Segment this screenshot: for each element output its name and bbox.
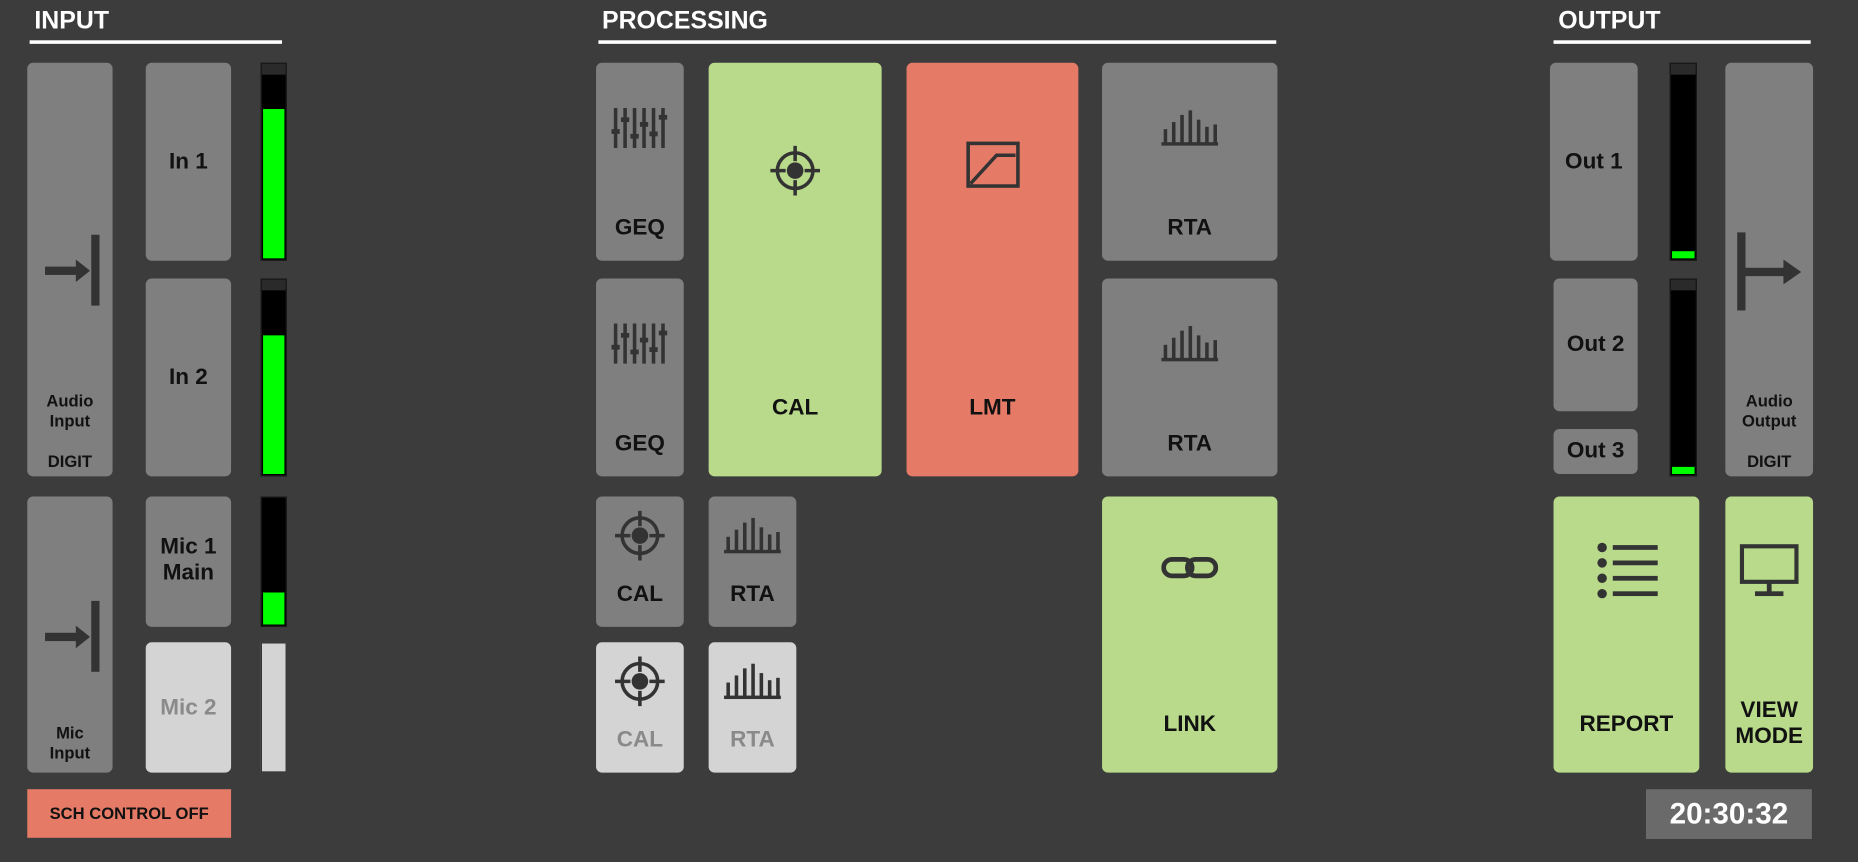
- mic2-meter: [260, 642, 287, 773]
- meter-level-fill: [263, 335, 285, 474]
- output-divider: [1553, 40, 1811, 44]
- in1-button[interactable]: In 1: [145, 62, 232, 261]
- mic1-label: Mic 1 Main: [160, 534, 217, 586]
- out-meter-1: [1669, 62, 1697, 261]
- audio-output-sub: DIGIT: [1747, 451, 1792, 471]
- output-section-title: OUTPUT: [1558, 7, 1661, 35]
- rta1-label: RTA: [1167, 215, 1213, 241]
- out3-label: Out 3: [1566, 438, 1625, 464]
- input-divider: [29, 40, 283, 44]
- cal-disabled-label: CAL: [616, 727, 664, 753]
- in2-label: In 2: [169, 364, 208, 390]
- limiter-icon: [965, 141, 1020, 188]
- audio-input-label: Audio Input: [46, 391, 94, 431]
- mic1-meter: [260, 496, 287, 627]
- equalizer-icon: [611, 107, 668, 149]
- spectrum-icon: [724, 663, 781, 700]
- audio-input-sub: DIGIT: [47, 451, 93, 471]
- geq2-label: GEQ: [614, 431, 665, 457]
- mic-input-label: Mic Input: [49, 722, 91, 762]
- target-icon: [615, 656, 665, 707]
- meter-cap: [1670, 63, 1696, 75]
- mic2-button[interactable]: Mic 2: [145, 642, 232, 773]
- spectrum-icon: [1161, 325, 1219, 362]
- rta-small-label: RTA: [730, 581, 775, 607]
- geq1-label: GEQ: [614, 215, 665, 241]
- processing-section-title: PROCESSING: [601, 7, 768, 35]
- input-section-title: INPUT: [34, 7, 110, 35]
- meter-level-fill: [263, 592, 285, 625]
- report-button[interactable]: REPORT: [1553, 496, 1700, 773]
- meter-level-fill: [1672, 466, 1695, 474]
- link-icon: [1161, 556, 1219, 579]
- out1-label: Out 1: [1565, 149, 1623, 175]
- meter-level-fill: [263, 109, 285, 259]
- view-mode-button[interactable]: VIEW MODE: [1725, 496, 1814, 773]
- target-icon: [770, 145, 821, 196]
- out3-button[interactable]: Out 3: [1553, 428, 1638, 474]
- mic2-label: Mic 2: [160, 695, 217, 721]
- cal-disabled-button[interactable]: CAL: [596, 642, 684, 773]
- rta2-label: RTA: [1167, 431, 1213, 457]
- lmt-label: LMT: [969, 395, 1016, 421]
- out2-label: Out 2: [1566, 331, 1625, 357]
- cal-main-button[interactable]: CAL: [708, 62, 882, 477]
- list-icon: [1596, 542, 1658, 599]
- target-icon: [615, 510, 665, 561]
- in1-label: In 1: [169, 149, 208, 175]
- in1-meter: [260, 62, 287, 261]
- rta-small-button[interactable]: RTA: [708, 496, 797, 627]
- audio-output-label: Audio Output: [1742, 391, 1797, 431]
- mic-input-button[interactable]: Mic Input: [27, 496, 113, 773]
- sch-control-button[interactable]: SCH CONTROL OFF: [27, 789, 232, 838]
- rta-disabled-button[interactable]: RTA: [708, 642, 797, 773]
- lmt-button[interactable]: LMT: [906, 62, 1079, 477]
- geq2-button[interactable]: GEQ: [596, 278, 684, 477]
- clock: 20:30:32: [1645, 789, 1812, 839]
- geq1-button[interactable]: GEQ: [596, 62, 684, 261]
- input-arrow-icon: [45, 234, 100, 306]
- input-arrow-icon: [45, 600, 100, 672]
- view-mode-label: VIEW MODE: [1735, 697, 1803, 749]
- cal-small-label: CAL: [616, 581, 664, 607]
- cal-small-button[interactable]: CAL: [596, 496, 684, 627]
- link-button[interactable]: LINK: [1102, 496, 1278, 773]
- out1-button[interactable]: Out 1: [1549, 62, 1638, 261]
- out2-button[interactable]: Out 2: [1553, 278, 1638, 412]
- output-arrow-icon: [1737, 232, 1802, 311]
- rta-disabled-label: RTA: [730, 727, 775, 753]
- out-meter-2: [1669, 278, 1697, 477]
- link-label: LINK: [1163, 712, 1216, 738]
- rta1-button[interactable]: RTA: [1102, 62, 1278, 261]
- cal-main-label: CAL: [771, 395, 819, 421]
- report-label: REPORT: [1579, 712, 1674, 738]
- meter-level-fill: [1672, 251, 1695, 259]
- meter-cap: [1670, 279, 1696, 291]
- processing-divider: [598, 40, 1277, 44]
- monitor-icon: [1739, 544, 1799, 597]
- audio-output-button[interactable]: Audio Output DIGIT: [1725, 62, 1814, 477]
- equalizer-icon: [611, 323, 668, 364]
- audio-input-button[interactable]: Audio Input DIGIT: [27, 62, 113, 477]
- mic1-main-button[interactable]: Mic 1 Main: [145, 496, 232, 627]
- rta2-button[interactable]: RTA: [1102, 278, 1278, 477]
- in2-button[interactable]: In 2: [145, 278, 232, 477]
- meter-cap: [261, 63, 286, 75]
- spectrum-icon: [724, 517, 781, 554]
- meter-cap: [261, 279, 286, 291]
- spectrum-icon: [1161, 110, 1219, 146]
- in2-meter: [260, 278, 287, 477]
